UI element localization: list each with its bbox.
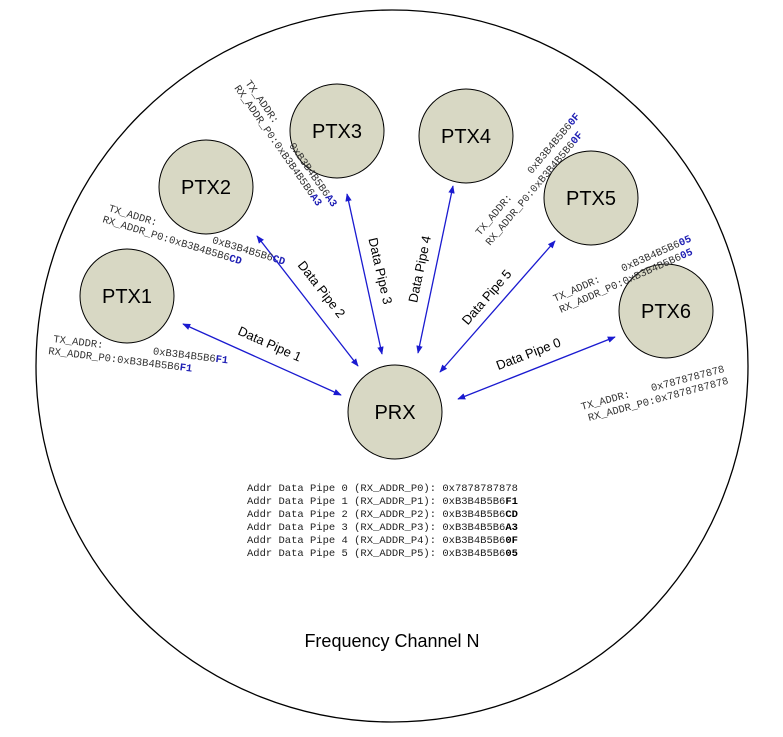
- node-ptx3: PTX3: [289, 83, 385, 179]
- address-table-row: Addr Data Pipe 1 (RX_ADDR_P1): 0xB3B4B5B…: [247, 496, 518, 508]
- address-table-row: Addr Data Pipe 5 (RX_ADDR_P5): 0xB3B4B5B…: [247, 548, 518, 560]
- arrow-pipe-3: [345, 193, 384, 355]
- arrow-pipe-4: [416, 185, 455, 354]
- node-ptx2-label: PTX2: [181, 177, 231, 199]
- node-prx: PRX: [347, 364, 443, 460]
- node-ptx5-label: PTX5: [566, 188, 616, 210]
- node-ptx4-label: PTX4: [441, 126, 491, 148]
- address-table-row: Addr Data Pipe 4 (RX_ADDR_P4): 0xB3B4B5B…: [247, 535, 518, 547]
- node-ptx4: PTX4: [418, 88, 514, 184]
- node-ptx1-label: PTX1: [102, 286, 152, 308]
- address-table-row: Addr Data Pipe 3 (RX_ADDR_P3): 0xB3B4B5B…: [247, 522, 518, 534]
- node-ptx3-label: PTX3: [312, 121, 362, 143]
- node-prx-label: PRX: [374, 402, 415, 424]
- node-ptx2: PTX2: [158, 139, 254, 235]
- arrow-pipe-0: [457, 336, 616, 400]
- arrow-pipe-2: [256, 235, 359, 367]
- channel-caption: Frequency Channel N: [304, 631, 479, 651]
- address-table: Addr Data Pipe 0 (RX_ADDR_P0): 0x7878787…: [247, 483, 518, 560]
- address-table-row: Addr Data Pipe 2 (RX_ADDR_P2): 0xB3B4B5B…: [247, 509, 518, 521]
- node-ptx5: PTX5: [543, 150, 639, 246]
- address-table-row: Addr Data Pipe 0 (RX_ADDR_P0): 0x7878787…: [247, 483, 518, 495]
- node-ptx6-label: PTX6: [641, 301, 691, 323]
- node-ptx6: PTX6: [618, 263, 714, 359]
- data-pipe-arrows: [182, 185, 616, 400]
- node-ptx1: PTX1: [79, 248, 175, 344]
